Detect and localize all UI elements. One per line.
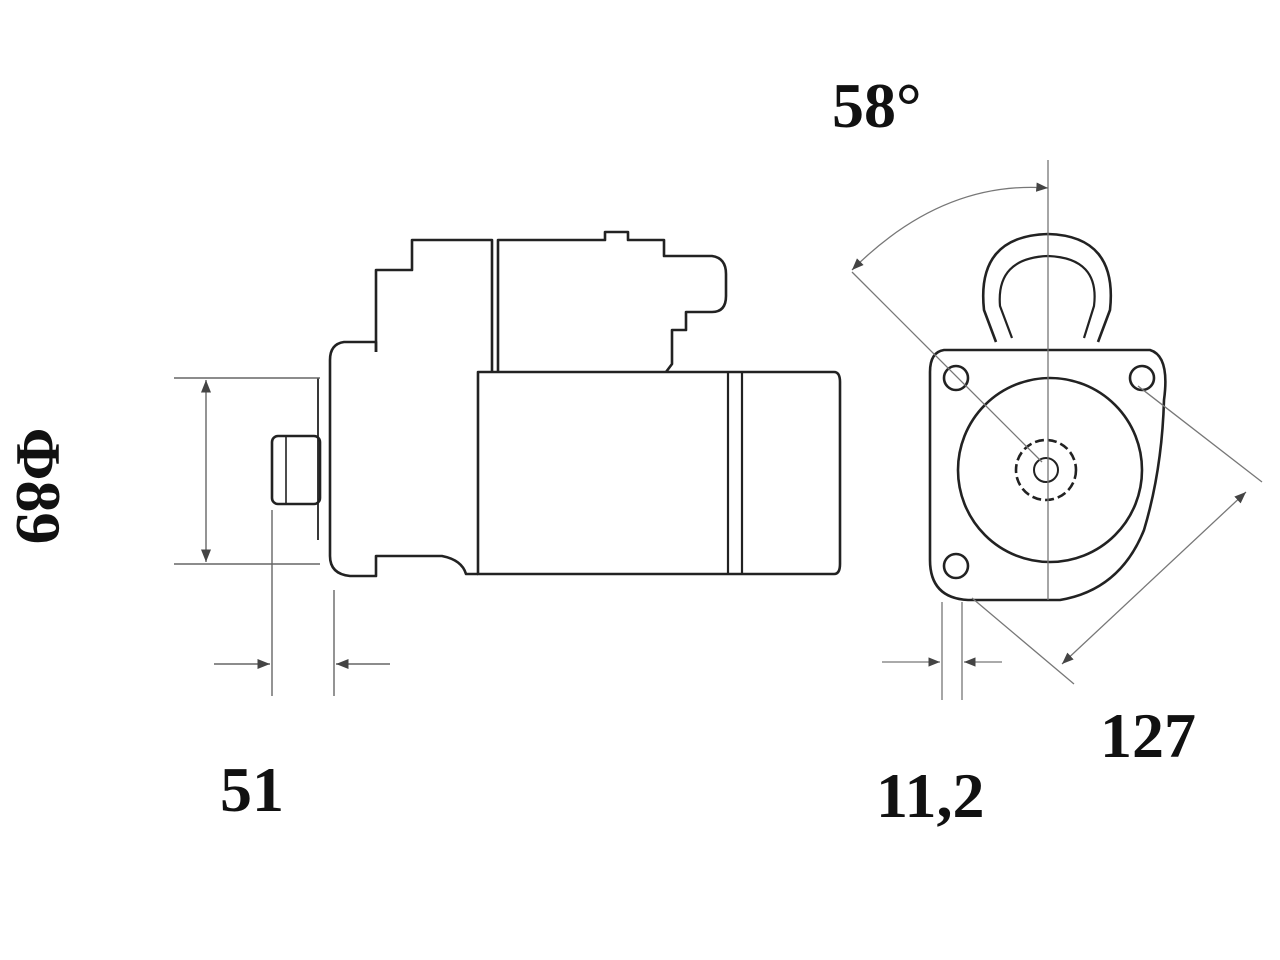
pinion: [270, 434, 322, 506]
pinion-hub: [1033, 457, 1059, 483]
bolt-hole-top-right: [1128, 364, 1156, 392]
shaft-length-label: 51: [220, 754, 284, 825]
side-dimensions: [174, 377, 390, 696]
terminal-loop-outer: [981, 232, 1113, 343]
side-view: [270, 230, 842, 578]
diameter-label: Φ89: [3, 427, 74, 545]
angle-label: 58°: [832, 70, 922, 141]
motor-can: [476, 370, 842, 576]
bolt-hole-bottom-left: [942, 552, 970, 580]
solenoid-body: [496, 230, 728, 373]
housing-circle: [956, 376, 1144, 564]
solenoid-housing: [374, 238, 494, 372]
bolt-span-label: 127: [1100, 700, 1196, 771]
front-dimensions: [851, 160, 1263, 700]
flange-thickness-label: 11,2: [876, 760, 985, 831]
terminal-loop-inner: [998, 254, 1096, 339]
bolt-hole-top-left: [942, 364, 970, 392]
pinion-gear: [1014, 438, 1078, 502]
drive-flange: [328, 340, 478, 578]
